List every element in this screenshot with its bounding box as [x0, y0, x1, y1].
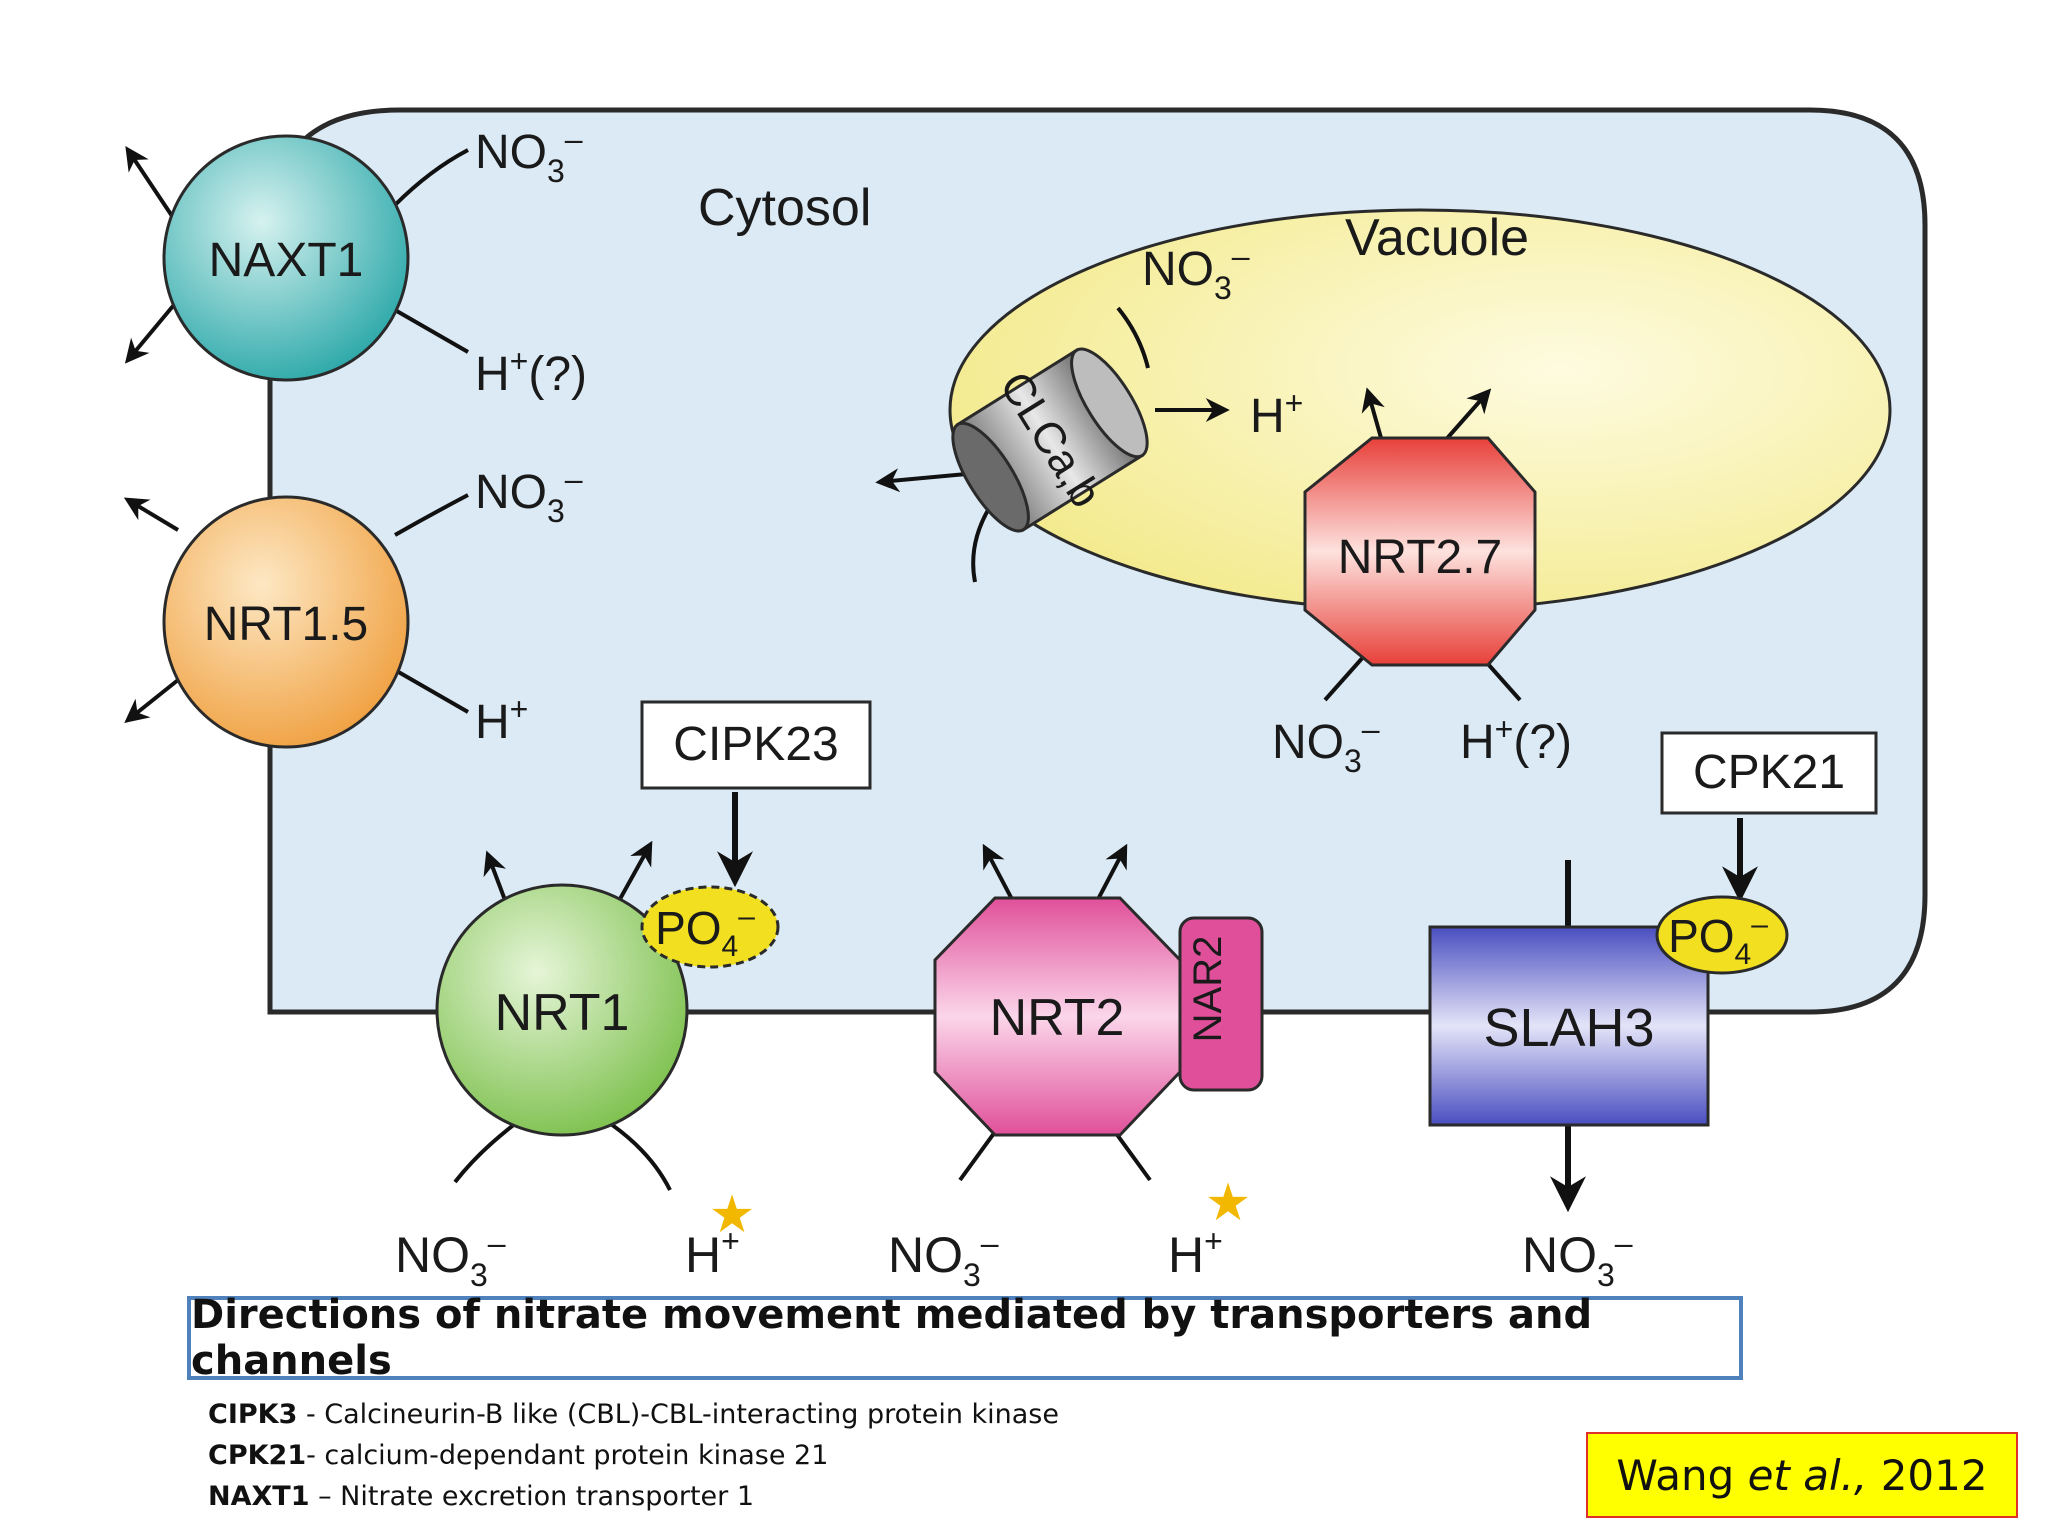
- diagram-title: Directions of nitrate movement mediated …: [187, 1292, 1743, 1384]
- cpk21-box: [1660, 731, 1878, 815]
- nar2-subunit: NAR2: [1178, 916, 1264, 1092]
- nrt1-nitrate-label: NO3–: [395, 1225, 506, 1293]
- nitrate-transport-diagram: Cytosol Vacuole NAXT1 NO3– H+(?) NRT1.5 …: [123, 107, 1928, 1293]
- cipk23-box: [640, 700, 872, 790]
- nrt2-label: NRT2: [990, 989, 1125, 1047]
- nrt27-transporter: NRT2.7: [1303, 387, 1537, 702]
- diagram-title-text: Directions of nitrate movement mediated …: [191, 1292, 1593, 1384]
- vacuole-proton-label: H+: [1250, 385, 1303, 443]
- nrt27-proton-label: H+(?): [1460, 711, 1572, 769]
- nrt1-label: NRT1: [495, 984, 630, 1042]
- slah3-channel: SLAH3: [1428, 860, 1710, 1213]
- svg-text:PO4–: PO4–: [1668, 908, 1768, 971]
- naxt1-nitrate-label: NO3–: [475, 121, 583, 189]
- naxt1-label: NAXT1: [209, 234, 364, 287]
- definition-item: CPK21- calcium-dependant protein kinase …: [208, 1440, 829, 1471]
- nrt15-nitrate-label: NO3–: [475, 461, 583, 529]
- slah3-phosphate-tag: PO4–: [1655, 895, 1789, 975]
- vacuole-label: Vacuole: [1345, 209, 1529, 267]
- naxt1-proton-label: H+(?): [475, 343, 587, 401]
- nrt1-phosphate-tag: PO4–: [640, 885, 780, 969]
- nrt1-proton-star: ★: [709, 1185, 756, 1245]
- citation-text: Wang et al., 2012: [1616, 1450, 1988, 1500]
- nrt1-transporter: NRT1: [435, 840, 689, 1191]
- clcab-channel: CLCa,b: [875, 306, 1230, 583]
- cipk23-label: CIPK23: [673, 718, 838, 771]
- slah3-label: SLAH3: [1483, 998, 1654, 1058]
- nrt2-proton-star: ★: [1205, 1173, 1252, 1233]
- cpk21-label: CPK21: [1693, 746, 1845, 799]
- nrt27-nitrate-label: NO3–: [1272, 711, 1380, 779]
- nrt2-transporter: NRT2: [933, 843, 1182, 1182]
- svg-text:NAR2: NAR2: [1186, 936, 1230, 1043]
- cytosol-label: Cytosol: [698, 179, 871, 237]
- slah3-nitrate-label: NO3–: [1522, 1225, 1633, 1293]
- definition-item: NAXT1 – Nitrate excretion transporter 1: [208, 1481, 755, 1512]
- nrt15-label: NRT1.5: [204, 598, 369, 651]
- nrt15-transporter: NRT1.5: [123, 493, 470, 749]
- naxt1-transporter: NAXT1: [124, 134, 470, 382]
- citation-box: Wang et al., 2012: [1586, 1432, 2018, 1518]
- definitions-list: CIPK3 - Calcineurin-B like (CBL)-CBL-int…: [208, 1394, 1059, 1517]
- nrt15-proton-label: H+: [475, 691, 528, 749]
- nrt1-proton-label: H+: [685, 1223, 740, 1283]
- svg-text:PO4–: PO4–: [655, 900, 755, 963]
- nrt2-nitrate-label: NO3–: [888, 1225, 999, 1293]
- definition-item: CIPK3 - Calcineurin-B like (CBL)-CBL-int…: [208, 1399, 1059, 1430]
- vacuole-nitrate-label: NO3–: [1142, 238, 1250, 306]
- nrt2-proton-label: H+: [1168, 1223, 1223, 1283]
- nrt27-label: NRT2.7: [1338, 531, 1503, 584]
